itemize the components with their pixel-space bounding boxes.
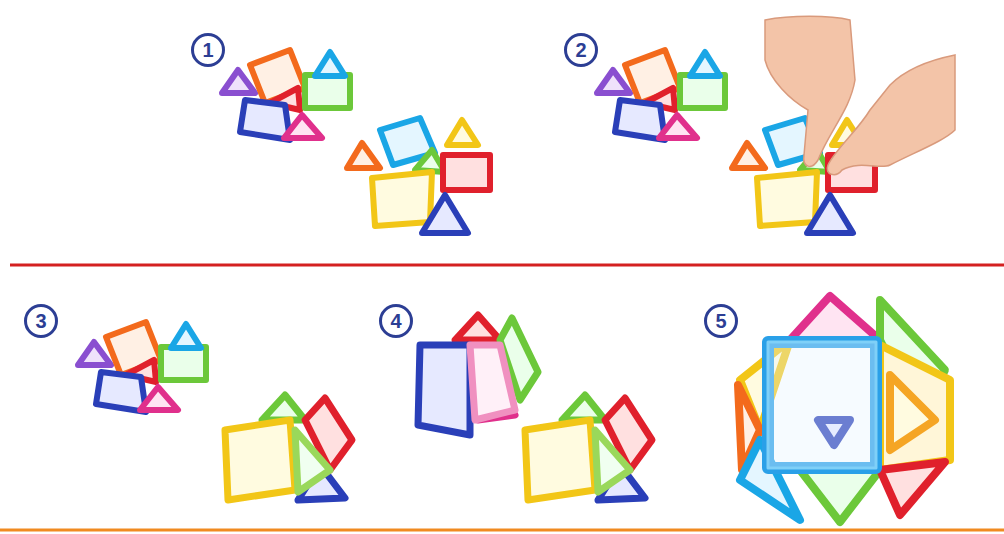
callout-number: 4	[379, 304, 413, 338]
callout-number: 2	[564, 33, 598, 67]
callout-number: 1	[191, 33, 225, 67]
callout-number: 5	[704, 304, 738, 338]
callout-number: 3	[24, 304, 58, 338]
hands	[765, 16, 955, 174]
